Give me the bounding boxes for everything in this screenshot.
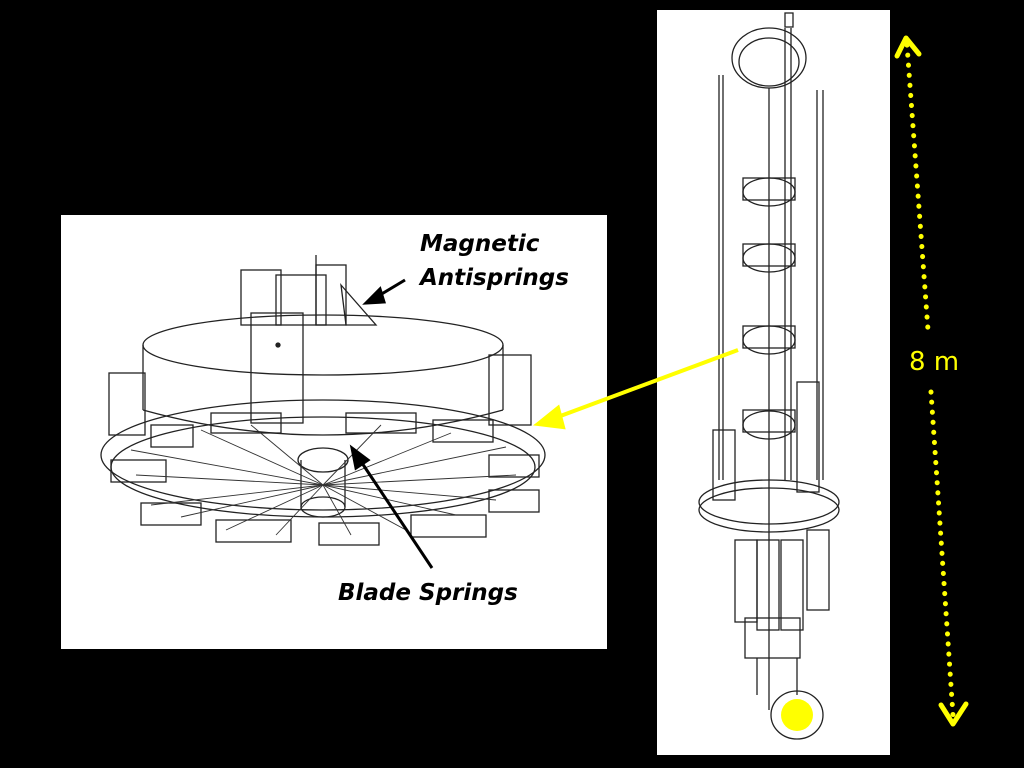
- mirror-dot-icon: [781, 699, 813, 731]
- blade-spring-filter-drawing: [100, 255, 546, 546]
- magnetic-label: Magnetic: [420, 231, 540, 257]
- superattenuator-panel: [657, 10, 890, 755]
- superattenuator-tower-drawing: [698, 12, 840, 740]
- dimension-arrow-icon: [894, 35, 969, 727]
- antisprings-label: Antisprings: [420, 265, 569, 291]
- height-label: 8 m: [907, 344, 962, 380]
- blade-springs-label: Blade Springs: [338, 580, 518, 606]
- filter-drawing-panel: [61, 215, 607, 649]
